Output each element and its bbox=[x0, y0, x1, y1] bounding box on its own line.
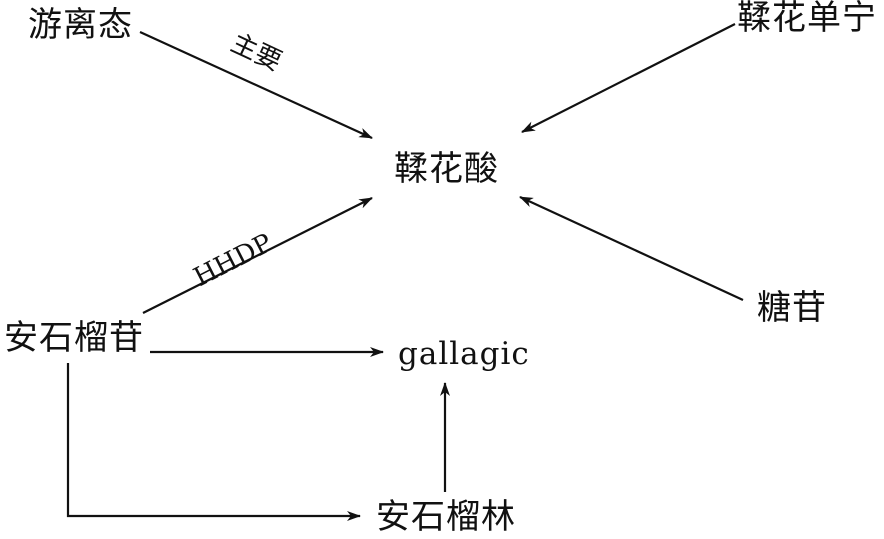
arrow-glycoside-to-ellagic-acid bbox=[519, 196, 744, 301]
arrow-punicalagin-to-ellagic-acid bbox=[142, 197, 373, 314]
node-ellagic-acid: 鞣花酸 bbox=[394, 149, 499, 189]
node-glycoside: 糖苷 bbox=[757, 288, 827, 328]
node-free-state: 游离态 bbox=[28, 5, 133, 45]
node-punicalagin: 安石榴苷 bbox=[4, 318, 144, 358]
node-punicalin: 安石榴林 bbox=[376, 497, 516, 537]
arrow-ellagitannin-to-ellagic-acid bbox=[521, 23, 736, 133]
arrow-free-state-to-ellagic-acid bbox=[139, 30, 373, 140]
node-ellagitannin: 鞣花单宁 bbox=[737, 0, 877, 38]
node-gallagic: gallagic bbox=[398, 336, 530, 372]
arrow-punicalagin-to-punicalin bbox=[66, 363, 361, 521]
